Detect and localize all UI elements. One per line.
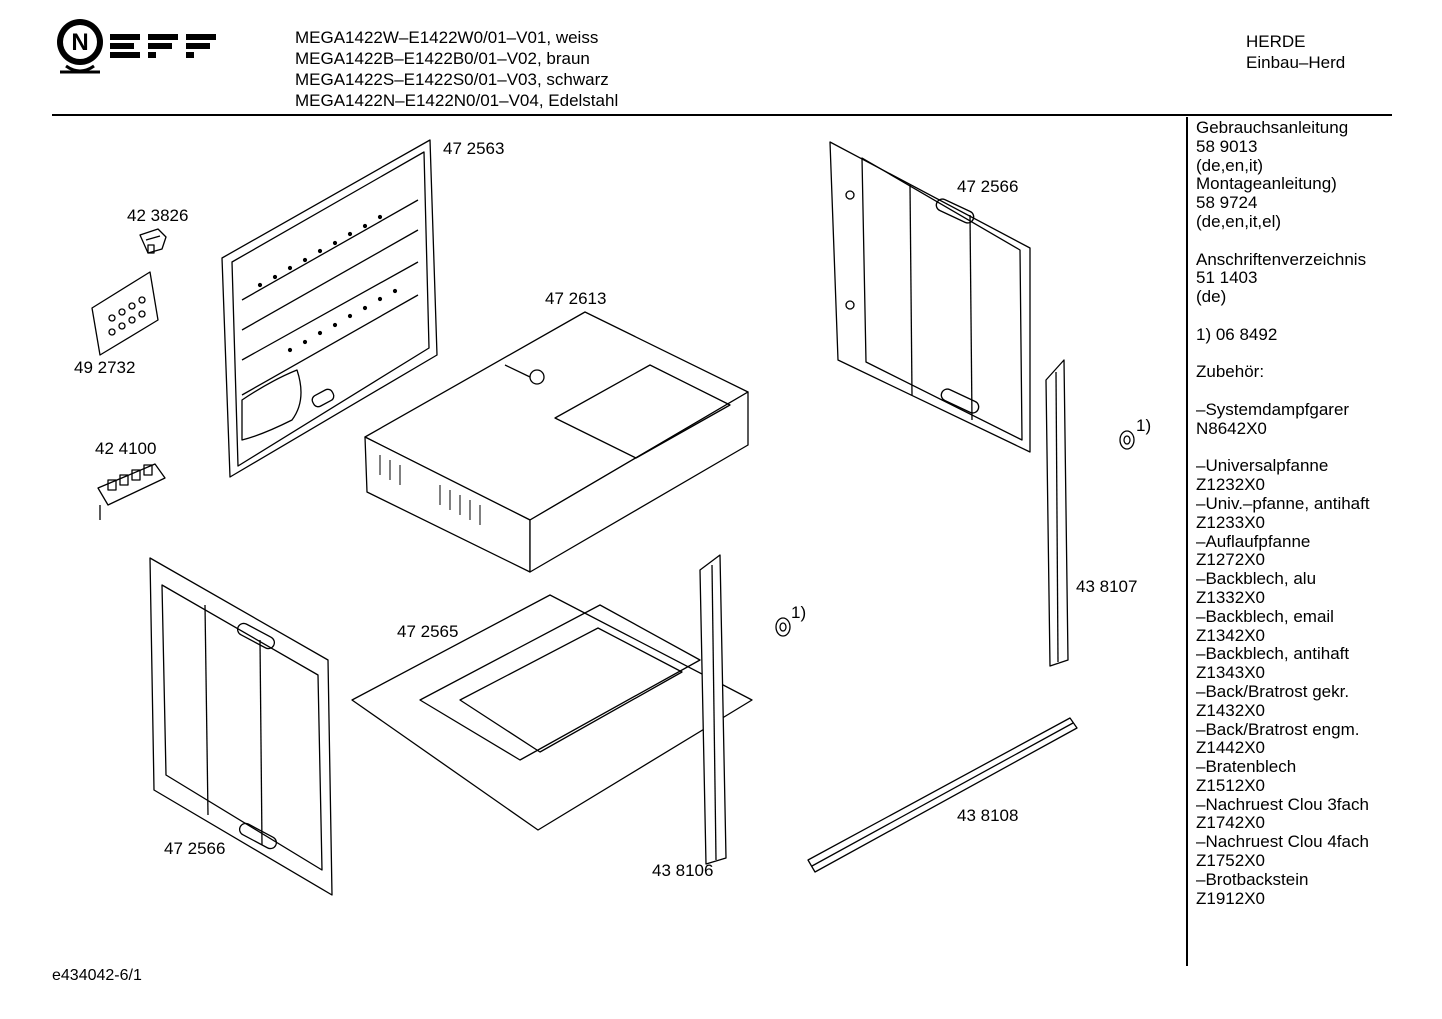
sidebar-line: Z1442X0 (1196, 738, 1265, 758)
sidebar-line: –Backblech, email (1196, 606, 1334, 626)
sidebar-line: Z1233X0 (1196, 512, 1265, 532)
svg-text:N: N (71, 29, 88, 56)
model-line: MEGA1422W–E1422W0/01–V01, weiss (295, 28, 599, 47)
holder-plate (91, 271, 159, 356)
sidebar-line: Z1272X0 (1196, 550, 1265, 570)
sidebar-line: Anschriftenverzeichnis (1196, 249, 1367, 269)
part-label-472566-right: 47 2566 (957, 177, 1019, 196)
note-label-right: 1) (1136, 416, 1152, 435)
sidebar-line: –Systemdampfgarer (1196, 399, 1350, 419)
category: HERDE Einbau–Herd (1246, 31, 1345, 73)
sidebar-line (1196, 439, 1370, 458)
sidebar-line: Gebrauchsanleitung (1196, 118, 1349, 137)
back-panel (221, 139, 438, 478)
clip-part (139, 228, 167, 254)
part-label-424100: 42 4100 (95, 439, 157, 458)
sidebar-line: N8642X0 (1196, 418, 1267, 438)
part-label-472565: 47 2565 (397, 622, 459, 641)
sidebar-line: Z1342X0 (1196, 625, 1265, 645)
sidebar-line: –Bratenblech (1196, 757, 1297, 777)
exploded-view-drawing (91, 139, 1135, 896)
sidebar-line (1196, 232, 1370, 251)
note-label-center: 1) (791, 603, 807, 622)
terminal-block (97, 463, 166, 520)
sidebar-line: (de) (1196, 287, 1227, 307)
sidebar-line: (de,en,it,el) (1196, 211, 1282, 231)
bottom-tray (351, 594, 753, 831)
sidebar-line: –Brotbackstein (1196, 869, 1309, 889)
sidebar-line: –Back/Bratrost engm. (1196, 719, 1360, 739)
sidebar-line: –Universalpfanne (1196, 456, 1329, 476)
left-side-wall (149, 557, 333, 896)
part-label-438108: 43 8108 (957, 806, 1019, 825)
sidebar-line: –Back/Bratrost gekr. (1196, 681, 1350, 701)
sidebar-line: Z1912X0 (1196, 888, 1265, 908)
sidebar-divider (1186, 117, 1188, 966)
sidebar-line: –Auflaufpfanne (1196, 531, 1311, 551)
sidebar-line: 58 9013 (1196, 136, 1258, 156)
model-line: MEGA1422S–E1422S0/01–V03, schwarz (295, 70, 609, 89)
category-line: Einbau–Herd (1246, 53, 1346, 72)
sidebar-line: Z1232X0 (1196, 475, 1265, 495)
header-divider (52, 114, 1392, 116)
sidebar-line: Z1343X0 (1196, 663, 1265, 683)
sidebar-line: 58 9724 (1196, 193, 1258, 213)
part-label-438106: 43 8106 (652, 861, 714, 880)
sidebar-line: –Nachruest Clou 4fach (1196, 832, 1369, 852)
sidebar-line: –Backblech, antihaft (1196, 644, 1350, 664)
sidebar-line: Z1512X0 (1196, 775, 1265, 795)
part-label-472566-left: 47 2566 (164, 839, 226, 858)
model-line: MEGA1422N–E1422N0/01–V04, Edelstahl (295, 91, 619, 110)
rail-right (1045, 359, 1069, 667)
document-code: e434042-6/1 (52, 967, 142, 984)
top-housing (364, 311, 749, 573)
sidebar-line: Z1432X0 (1196, 700, 1265, 720)
sidebar-line: –Backblech, alu (1196, 569, 1317, 589)
sidebar-line: Z1742X0 (1196, 813, 1265, 833)
sidebar-line (1196, 345, 1370, 364)
part-label-438107: 43 8107 (1076, 577, 1138, 596)
sidebar-line: Zubehör: (1196, 362, 1265, 382)
part-label-472613: 47 2613 (545, 289, 607, 308)
sidebar-line: –Nachruest Clou 3fach (1196, 794, 1369, 814)
part-label-492732: 49 2732 (74, 358, 136, 377)
part-label-423826: 42 3826 (127, 206, 189, 225)
sidebar-line: 1) 06 8492 (1196, 324, 1278, 344)
sidebar-line: Montageanleitung) (1196, 174, 1337, 194)
category-line: HERDE (1246, 32, 1306, 51)
part-label-472563: 47 2563 (443, 139, 505, 158)
sidebar-line: Z1332X0 (1196, 587, 1265, 607)
neff-logo: N NEFF (52, 18, 222, 79)
sidebar-line (1196, 382, 1370, 401)
sidebar-line: Z1752X0 (1196, 851, 1265, 871)
sidebar-line: 51 1403 (1196, 268, 1258, 288)
rail-bottom (807, 717, 1078, 873)
sidebar-line (1196, 307, 1370, 326)
fitting-right (1119, 430, 1135, 450)
sidebar-line: (de,en,it) (1196, 155, 1264, 175)
model-line: MEGA1422B–E1422B0/01–V02, braun (295, 49, 590, 68)
right-side-wall (829, 141, 1031, 453)
fitting-center (775, 617, 791, 637)
rail-center (699, 554, 727, 865)
sidebar-line: –Univ.–pfanne, antihaft (1196, 493, 1370, 513)
model-list: MEGA1422W–E1422W0/01–V01, weiss MEGA1422… (295, 27, 618, 111)
